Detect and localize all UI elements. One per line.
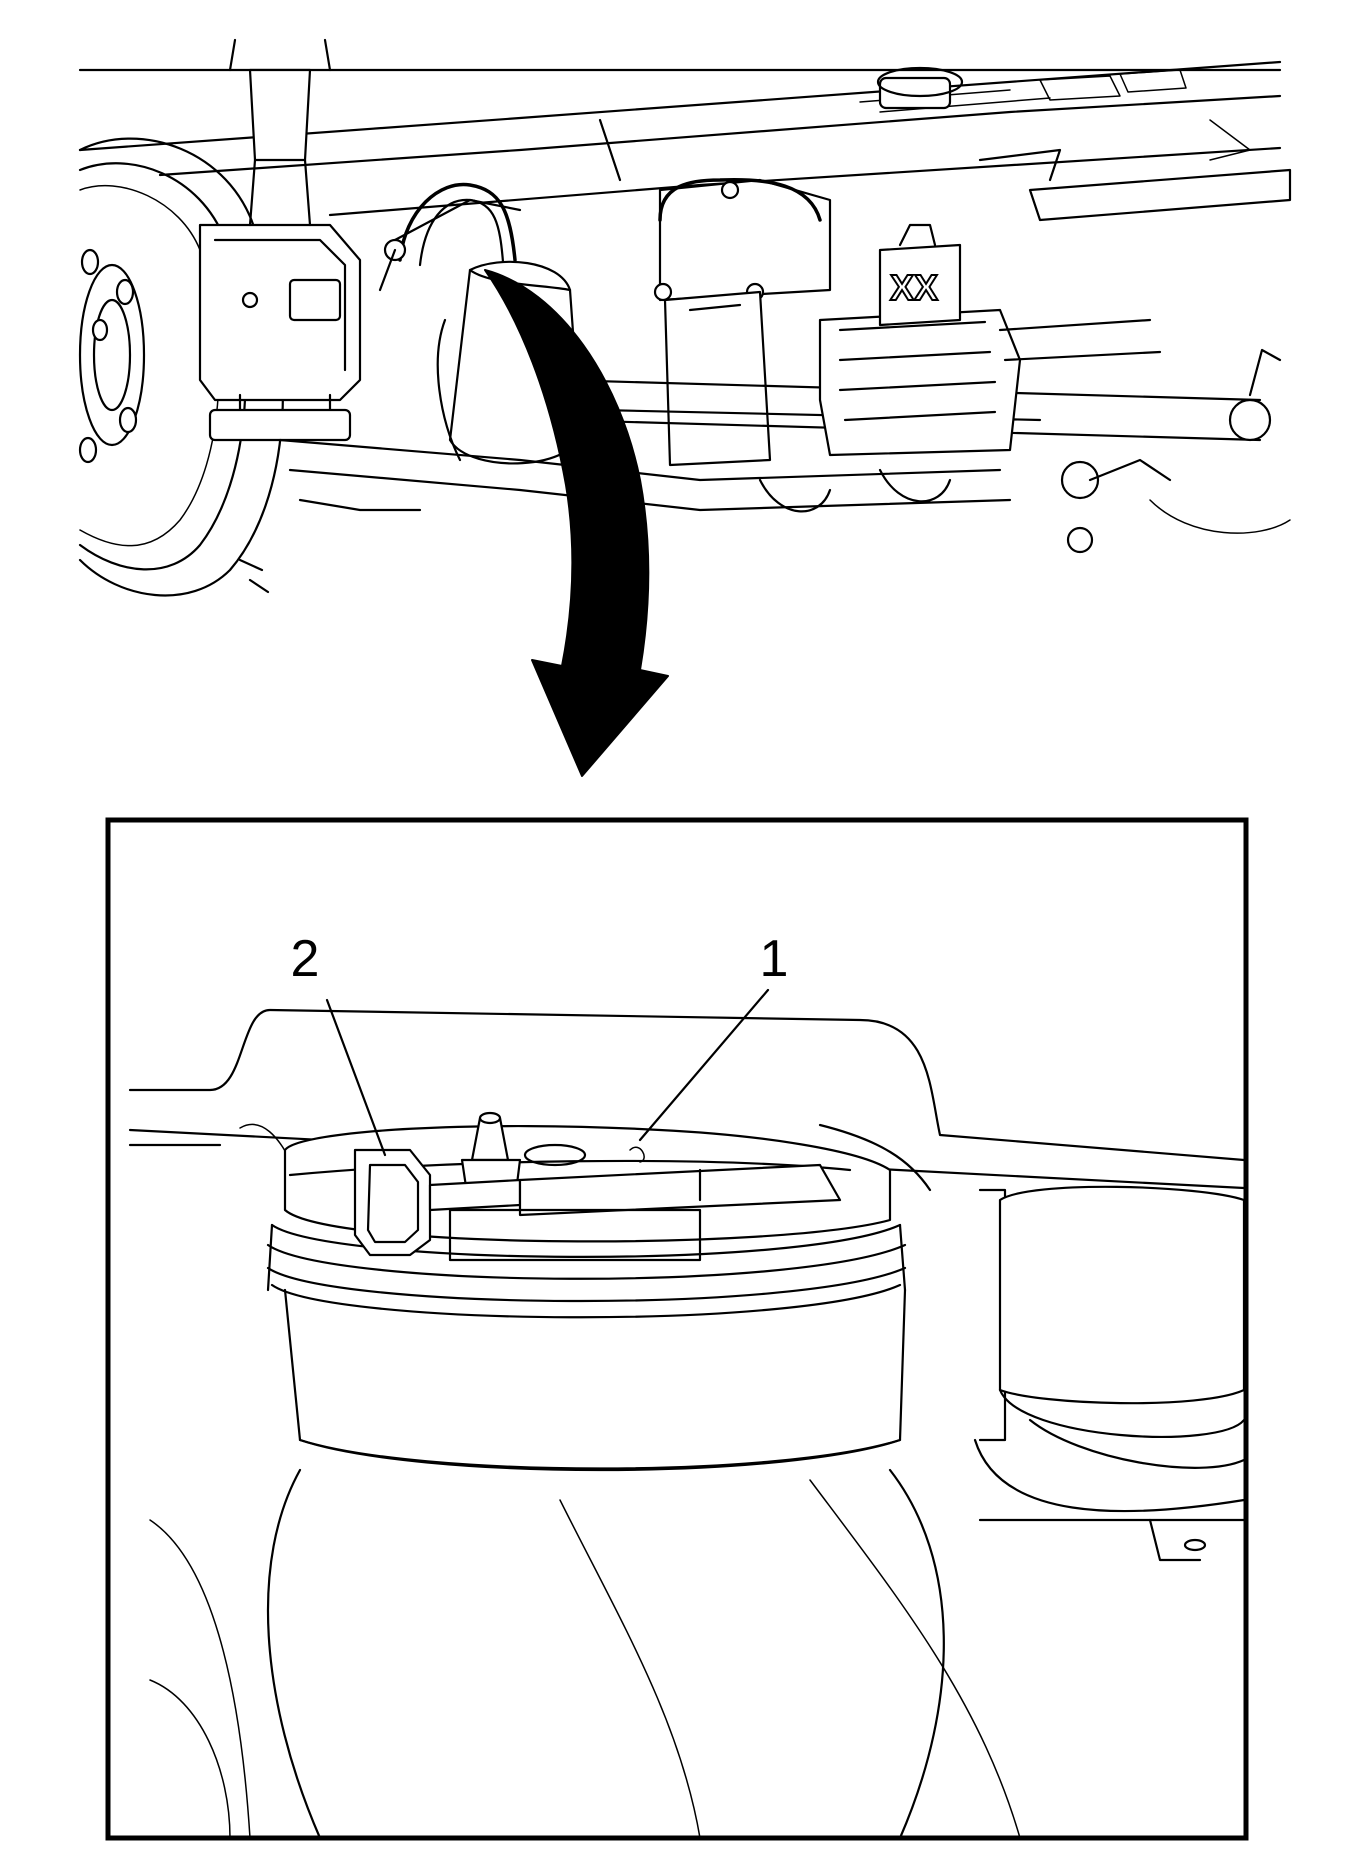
brake-caliper: [198, 223, 362, 442]
leader-2: [325, 998, 387, 1157]
adjacent-component: [973, 1185, 1246, 1562]
air-line-hose: [378, 182, 522, 292]
zoom-arrow: [484, 269, 669, 777]
compressor-module: XX: [818, 223, 1162, 457]
differential-bracket: [653, 177, 832, 467]
callout-1: 1: [760, 930, 789, 988]
clip-slot: [448, 1163, 842, 1262]
lower-links: [238, 438, 1291, 594]
overview-rear-suspension: XX: [78, 38, 1292, 777]
detail-inset: 1 2: [105, 817, 1249, 1841]
callout-2: 2: [291, 930, 320, 988]
upper-shock: [228, 38, 332, 227]
svg-text:XX: XX: [890, 267, 938, 308]
retaining-clip: [353, 1148, 522, 1257]
leader-lines: [325, 988, 770, 1163]
lug-studs: [78, 248, 138, 464]
hub-center: [78, 263, 146, 447]
leader-1: [638, 988, 770, 1142]
frame-rail: [78, 60, 1292, 222]
brake-rotor: [78, 137, 285, 597]
